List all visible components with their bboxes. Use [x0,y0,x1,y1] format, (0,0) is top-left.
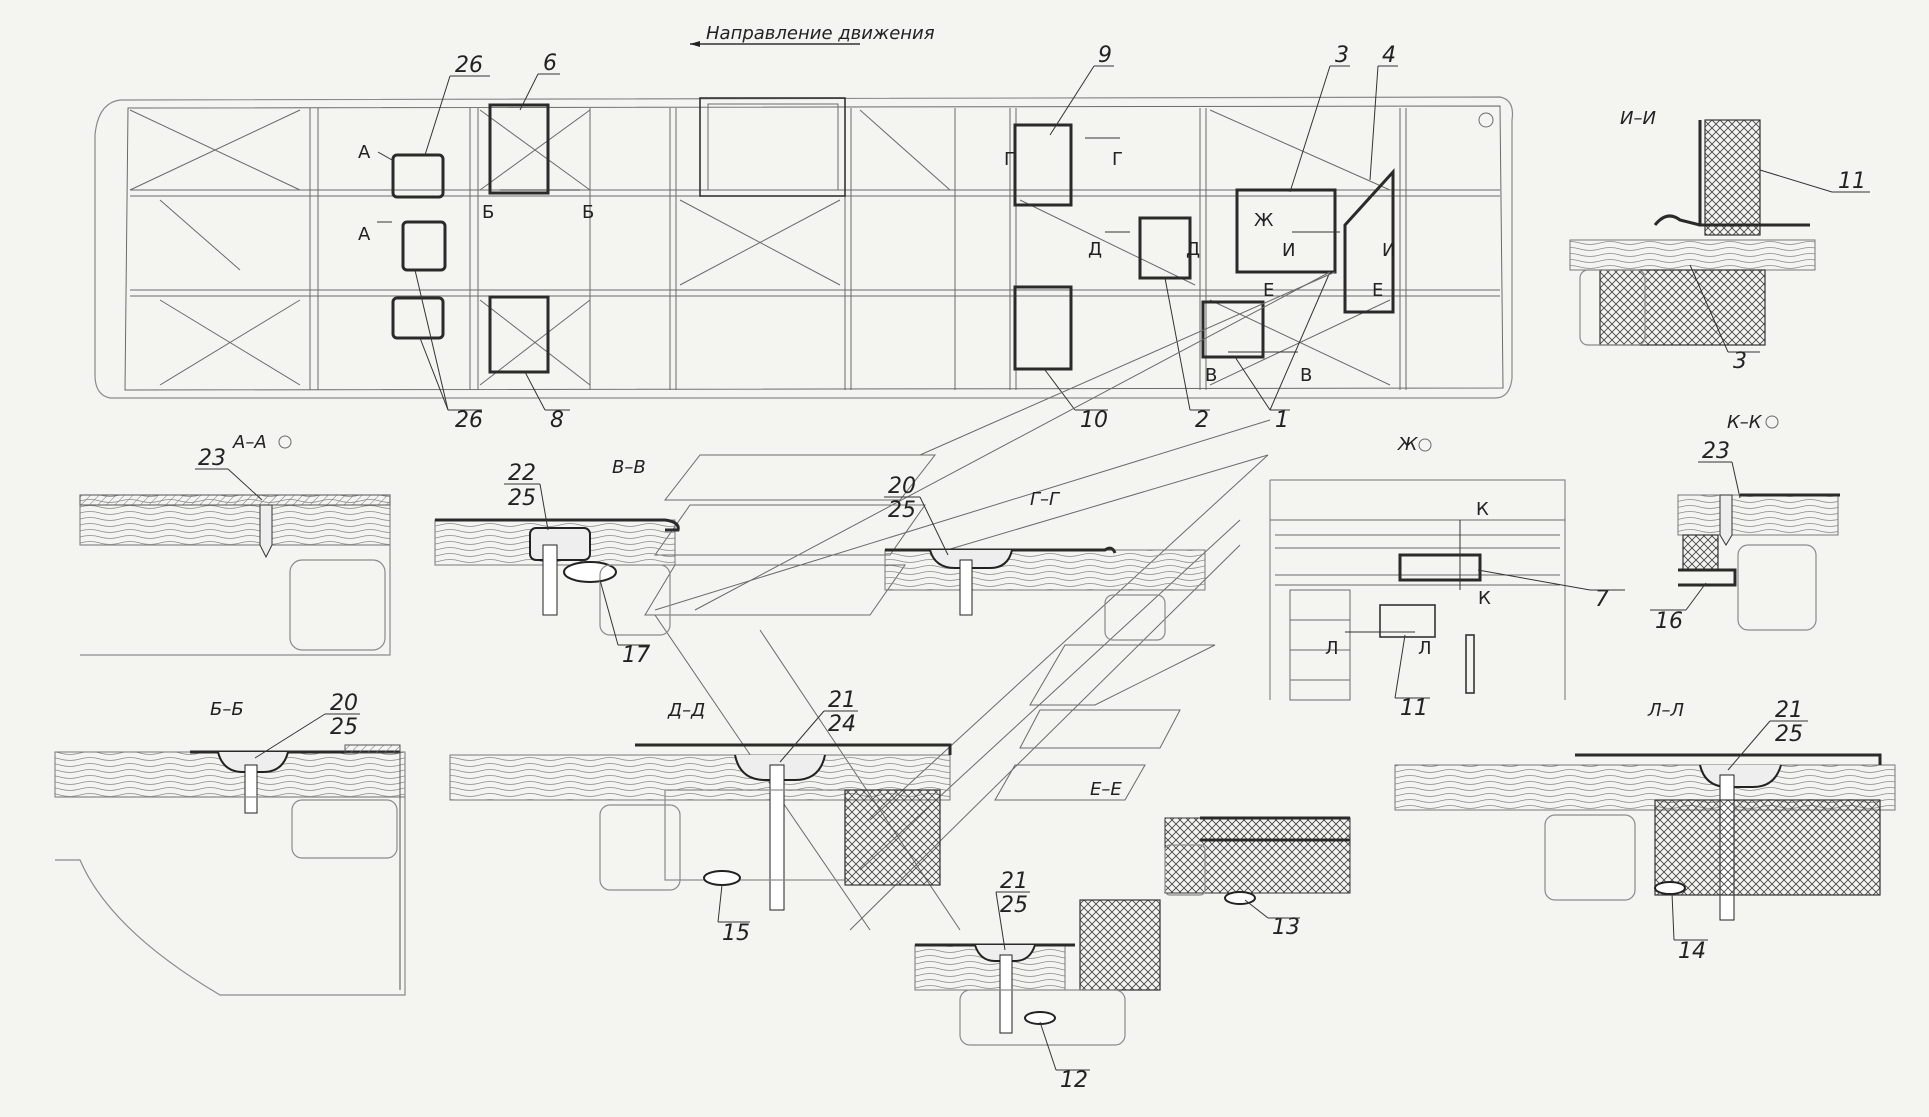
callout-26-top: 26 [455,53,483,78]
marker-G1: Г [1004,149,1015,170]
section-VV-title: В–В [612,457,646,478]
section-DD-callout-24: 24 [828,712,856,737]
section-AA-title: А–А [232,432,267,453]
detail-12-callout-12: 12 [1060,1068,1088,1093]
view-ZH: Ж К К Л Л 7 11 [1269,434,1625,721]
section-KK-title: К–К [1727,412,1763,433]
section-GG-title: Г–Г [1030,489,1061,510]
callout-26-bottom: 26 [455,408,483,433]
marker-I2: И [1382,240,1395,261]
view-ZH-callout-7: 7 [1595,587,1609,612]
view-ZH-marker-L2: Л [1418,638,1432,659]
section-KK-callout-23: 23 [1702,439,1730,464]
section-DD-title: Д–Д [667,700,705,721]
callout-8: 8 [550,408,564,433]
callout-6: 6 [543,51,557,76]
section-KK-callout-16: 16 [1655,609,1683,634]
section-EE-title: Е–Е [1090,779,1122,800]
detail-12-callout-21: 21 [1000,869,1028,894]
callout-9: 9 [1098,43,1112,68]
section-VV-callout-17: 17 [622,643,650,668]
section-II: И–И 11 3 [1569,108,1870,374]
marker-A1: А [358,142,371,163]
section-GG: Г–Г 20 25 [884,474,1206,641]
view-ZH-marker-K2: К [1478,588,1491,609]
section-BB-title: Б–Б [210,699,244,720]
section-DD-callout-15: 15 [722,921,750,946]
section-LL: Л–Л 21 25 14 [1394,698,1896,964]
marker-D2: Д [1186,239,1200,260]
section-II-title: И–И [1620,108,1656,129]
section-EE: Е–Е 13 [1090,779,1351,940]
section-DD: Д–Д 21 24 15 [449,688,952,946]
section-II-callout-11: 11 [1838,169,1866,194]
callout-10: 10 [1080,408,1108,433]
view-ZH-marker-K1: К [1476,499,1489,520]
marker-G2: Г [1112,149,1123,170]
detail-12-callout-25: 25 [1000,893,1028,918]
section-VV-callout-25: 25 [508,486,536,511]
view-ZH-callout-11: 11 [1400,696,1428,721]
section-VV: В–В 22 25 17 [434,457,680,668]
section-DD-callout-21: 21 [828,688,856,713]
marker-ZH: Ж [1254,210,1274,231]
section-AA-callout-23: 23 [198,446,226,471]
section-BB-callout-25: 25 [330,715,358,740]
section-BB: Б–Б 20 25 [54,691,406,996]
view-ZH-marker-L1: Л [1325,638,1339,659]
marker-E2: Е [1372,280,1383,301]
callout-4: 4 [1382,43,1396,68]
section-AA: А–А 23 [79,432,391,656]
marker-V1: В [1205,365,1217,386]
section-BB-callout-20: 20 [330,691,358,716]
marker-V2: В [1300,365,1312,386]
section-LL-title: Л–Л [1647,700,1685,721]
marker-I1: И [1282,240,1295,261]
direction-text: Направление движения [706,23,935,44]
marker-A2: А [358,224,371,245]
section-GG-callout-25: 25 [888,498,916,523]
section-KK: К–К 23 16 [1650,412,1840,634]
callout-1: 1 [1275,408,1289,433]
section-LL-callout-14: 14 [1678,939,1706,964]
view-ZH-title: Ж [1397,434,1418,455]
direction-indicator: Направление движения [690,23,935,47]
callout-3-plan: 3 [1335,43,1349,68]
marker-D1: Д [1088,239,1102,260]
section-GG-callout-20: 20 [888,474,916,499]
section-II-callout-3: 3 [1733,349,1747,374]
floor-plan-view: А А Б Б Г Г Д Д Ж И И Е Е В В 26 6 9 3 4… [94,43,1514,433]
marker-B2: Б [582,202,594,223]
section-LL-callout-21: 21 [1775,698,1803,723]
section-EE-callout-13: 13 [1272,915,1300,940]
section-LL-callout-25: 25 [1775,722,1803,747]
detail-12: 21 25 12 [914,869,1161,1093]
marker-B1: Б [482,202,494,223]
marker-E1: Е [1263,280,1274,301]
callout-2: 2 [1195,408,1209,433]
section-VV-callout-22: 22 [508,461,536,486]
